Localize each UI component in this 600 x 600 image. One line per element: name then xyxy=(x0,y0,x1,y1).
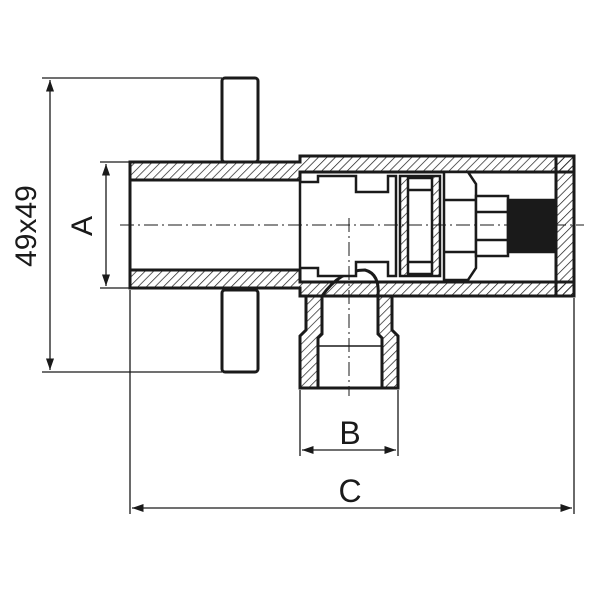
dimension-outlet xyxy=(299,390,399,456)
dimension-label-flange: 49x49 xyxy=(10,185,43,267)
spindle-assembly xyxy=(298,170,558,282)
dimension-inlet xyxy=(100,161,130,289)
outlet-spigot xyxy=(298,268,400,390)
dimension-label-inlet: A xyxy=(66,216,99,236)
dimension-label-overall: C xyxy=(338,473,361,509)
flange-plate xyxy=(220,76,260,374)
dimension-overall xyxy=(129,290,575,514)
dimension-label-outlet: B xyxy=(339,415,360,451)
centerlines xyxy=(120,218,584,396)
dimension-flange xyxy=(42,77,222,373)
